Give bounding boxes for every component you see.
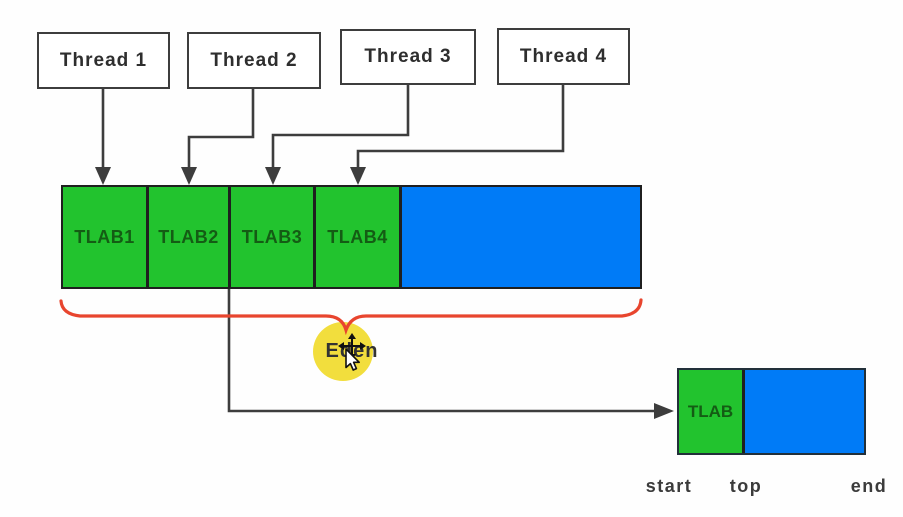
tlab1-label: TLAB1 xyxy=(74,226,135,247)
thread2-arrowhead xyxy=(181,167,197,185)
eden-free-segment xyxy=(402,187,640,287)
tlab-detail-box: TLAB xyxy=(677,368,866,455)
thread4-arrow xyxy=(356,85,565,168)
thread1-arrowhead xyxy=(95,167,111,185)
eden-region-label: Eden xyxy=(325,340,379,362)
start-pointer-label: start xyxy=(645,476,693,496)
thread3-arrow xyxy=(271,85,410,168)
tlab4-label: TLAB4 xyxy=(327,226,388,247)
thread-2-box: Thread 2 xyxy=(187,32,321,89)
tlab4-segment: TLAB4 xyxy=(316,187,402,287)
tlab-detail-used-cell: TLAB xyxy=(679,370,745,453)
thread-1-label: Thread 1 xyxy=(59,49,148,71)
thread-2-label: Thread 2 xyxy=(210,49,298,71)
thread3-arrowhead xyxy=(265,167,281,185)
thread-3-label: Thread 3 xyxy=(364,46,452,67)
end-pointer-label: end xyxy=(850,476,888,496)
thread-4-label: Thread 4 xyxy=(519,45,608,67)
tlab2-segment: TLAB2 xyxy=(149,187,231,287)
tlab-detail-label: TLAB xyxy=(687,401,734,421)
thread-4-box: Thread 4 xyxy=(497,28,630,85)
top-pointer-label: top xyxy=(729,476,763,496)
tlab3-segment: TLAB3 xyxy=(231,187,316,287)
tlab3-label: TLAB3 xyxy=(241,226,303,247)
thread-3-box: Thread 3 xyxy=(340,29,476,85)
tlab2-label: TLAB2 xyxy=(158,226,219,247)
tlab-detail-free-cell xyxy=(745,370,864,453)
tlab-zoom-arrow xyxy=(227,289,655,413)
thread4-arrowhead xyxy=(350,167,366,185)
thread-1-box: Thread 1 xyxy=(37,32,170,89)
tlab1-segment: TLAB1 xyxy=(63,187,149,287)
tlab-zoom-arrowhead xyxy=(654,403,674,419)
thread2-arrow xyxy=(187,89,255,168)
eden-memory-bar: TLAB1 TLAB2 TLAB3 TLAB4 xyxy=(61,185,642,289)
